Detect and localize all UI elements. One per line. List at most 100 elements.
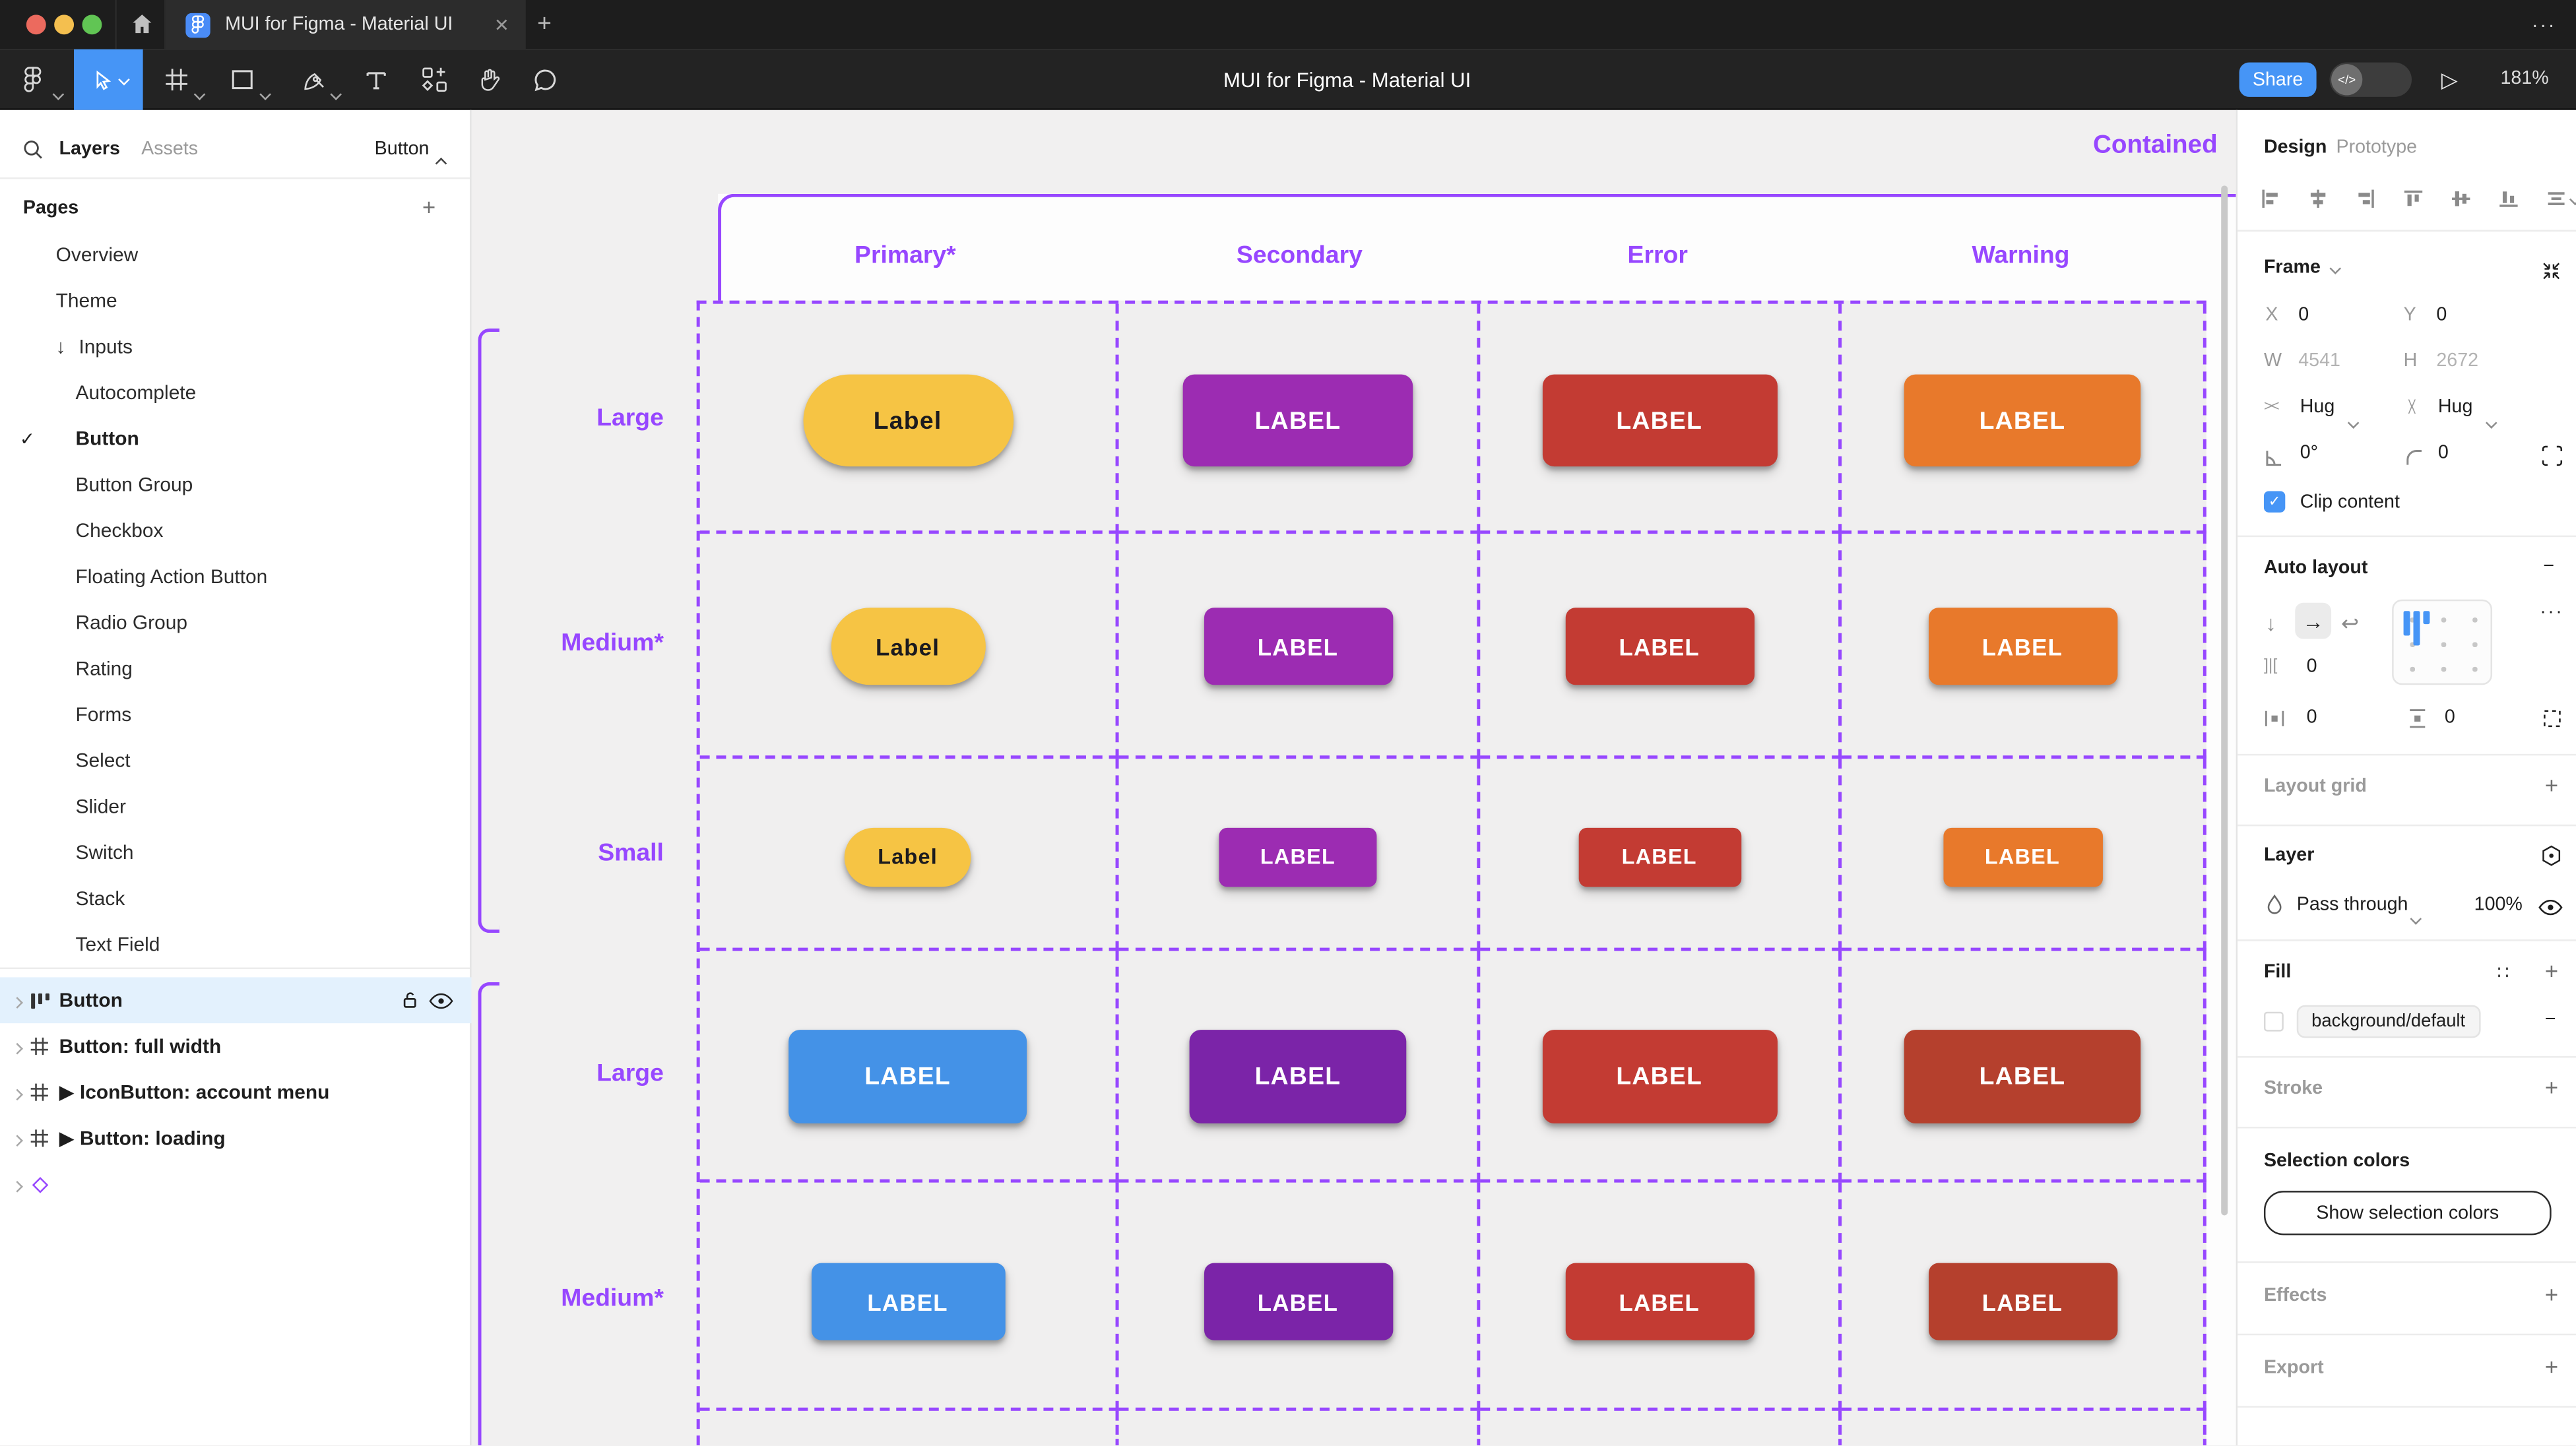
frame-section-header[interactable]: Frame — [2264, 258, 2340, 278]
w-value[interactable]: 4541 — [2298, 351, 2340, 371]
add-export-icon[interactable]: + — [2544, 1353, 2559, 1380]
blend-mode-value[interactable]: Pass through — [2296, 895, 2408, 915]
button-sample-r2c0[interactable]: Label — [844, 827, 971, 887]
present-play-icon[interactable]: ▷ — [2441, 67, 2458, 92]
page-item-theme[interactable]: Theme — [0, 278, 472, 324]
frame-tool-icon[interactable] — [161, 49, 191, 110]
pen-tool-icon[interactable] — [298, 49, 331, 110]
picker-chevron-up-icon[interactable] — [435, 146, 447, 176]
x-value[interactable]: 0 — [2298, 305, 2309, 325]
layer-visibility-eye-icon[interactable] — [2538, 895, 2563, 925]
button-sample-r1c0[interactable]: Label — [830, 608, 985, 685]
button-sample-r2c3[interactable]: LABEL — [1943, 827, 2102, 887]
button-sample-r4c2[interactable]: LABEL — [1564, 1263, 1754, 1340]
traffic-light-zoom[interactable] — [82, 15, 102, 35]
button-sample-r4c0[interactable]: LABEL — [810, 1263, 1005, 1340]
lock-icon[interactable] — [399, 989, 420, 1017]
page-item-slider[interactable]: Slider — [0, 784, 472, 830]
move-tool-selected[interactable] — [74, 49, 143, 110]
auto-layout-alignment-widget[interactable] — [2392, 599, 2493, 685]
comment-tool-icon[interactable] — [529, 49, 562, 110]
page-item-text-field[interactable]: Text Field — [0, 922, 472, 968]
button-sample-r4c1[interactable]: LABEL — [1203, 1263, 1393, 1340]
page-item-overview[interactable]: Overview — [0, 232, 472, 278]
tab-prototype[interactable]: Prototype — [2336, 138, 2418, 158]
add-layout-grid-icon[interactable]: + — [2544, 772, 2559, 799]
document-title[interactable]: MUI for Figma - Material UI — [1223, 68, 1471, 92]
main-menu-chevron-icon[interactable] — [52, 77, 65, 107]
add-page-icon[interactable]: + — [422, 193, 436, 220]
share-button[interactable]: Share — [2239, 62, 2317, 97]
button-sample-r4c3[interactable]: LABEL — [1927, 1263, 2117, 1340]
y-value[interactable]: 0 — [2436, 305, 2447, 325]
page-item-floating-action-button[interactable]: Floating Action Button — [0, 553, 472, 600]
text-tool-icon[interactable] — [362, 49, 391, 110]
hug-h-chevron-icon[interactable] — [2347, 406, 2360, 435]
padding-vertical-value[interactable]: 0 — [2444, 708, 2455, 728]
button-sample-r3c1[interactable]: LABEL — [1189, 1030, 1407, 1124]
traffic-light-minimize[interactable] — [54, 15, 75, 35]
hug-vertical-value[interactable]: Hug — [2437, 397, 2473, 418]
page-item-checkbox[interactable]: Checkbox — [0, 507, 472, 553]
selection-picker[interactable]: Button — [374, 139, 430, 160]
shrink-to-fit-icon[interactable] — [2540, 259, 2563, 290]
layer-row--iconbutton-account-menu[interactable]: ▶ IconButton: account menu — [0, 1069, 472, 1116]
clip-content-checkbox[interactable]: ✓ — [2263, 491, 2286, 513]
fill-row[interactable]: background/default — [2263, 1005, 2480, 1038]
button-sample-r1c1[interactable]: LABEL — [1203, 608, 1393, 685]
button-sample-r1c3[interactable]: LABEL — [1927, 608, 2117, 685]
page-item-button[interactable]: ✓Button — [0, 416, 472, 462]
frame-tool-chevron-icon[interactable] — [193, 77, 206, 107]
button-sample-r3c2[interactable]: LABEL — [1541, 1030, 1777, 1124]
page-item-autocomplete[interactable]: Autocomplete — [0, 369, 472, 416]
layer-opacity-value[interactable]: 100% — [2474, 895, 2523, 915]
corner-radius-value[interactable]: 0 — [2437, 443, 2449, 464]
align-top-icon[interactable] — [2404, 189, 2424, 208]
new-tab-icon[interactable]: + — [537, 9, 552, 38]
page-item-forms[interactable]: Forms — [0, 691, 472, 738]
button-sample-r0c0[interactable]: Label — [802, 374, 1013, 467]
layer-row--button-loading[interactable]: ▶ Button: loading — [0, 1116, 472, 1162]
file-tab[interactable]: MUI for Figma - Material UI ✕ — [166, 0, 526, 49]
tab-design[interactable]: Design — [2263, 138, 2327, 158]
page-item-button-group[interactable]: Button Group — [0, 462, 472, 508]
shape-tool-chevron-icon[interactable] — [259, 77, 271, 107]
add-effect-icon[interactable]: + — [2544, 1281, 2559, 1307]
dev-mode-toggle[interactable]: </> — [2329, 62, 2412, 97]
button-sample-r0c2[interactable]: LABEL — [1541, 374, 1777, 467]
visibility-eye-icon[interactable] — [429, 992, 453, 1015]
shape-tool-icon[interactable] — [227, 49, 257, 110]
page-item-radio-group[interactable]: Radio Group — [0, 600, 472, 646]
flow-horizontal-selected[interactable]: → — [2295, 602, 2332, 639]
button-sample-r2c1[interactable]: LABEL — [1219, 827, 1377, 887]
canvas-scrollbar[interactable] — [2221, 185, 2228, 1216]
hand-tool-icon[interactable] — [473, 49, 506, 110]
tab-close-icon[interactable]: ✕ — [494, 15, 509, 36]
add-stroke-icon[interactable]: + — [2544, 1074, 2559, 1101]
show-selection-colors-button[interactable]: Show selection colors — [2263, 1191, 2552, 1236]
fill-color-swatch[interactable] — [2263, 1011, 2284, 1032]
expand-chevron-icon[interactable] — [11, 1035, 23, 1058]
fill-styles-icon[interactable]: ∷ — [2497, 964, 2509, 984]
zoom-level[interactable]: 181% — [2500, 69, 2549, 89]
page-item-rating[interactable]: Rating — [0, 645, 472, 691]
auto-layout-more-icon[interactable]: ··· — [2540, 602, 2564, 623]
blend-mode-icon[interactable] — [2540, 844, 2563, 875]
layer-row-button-full-width[interactable]: Button: full width — [0, 1023, 472, 1069]
align-bottom-icon[interactable] — [2499, 189, 2519, 208]
individual-padding-icon[interactable] — [2542, 708, 2563, 738]
button-sample-r0c3[interactable]: LABEL — [1904, 374, 2141, 467]
padding-horizontal-value[interactable]: 0 — [2306, 708, 2317, 728]
button-sample-r2c2[interactable]: LABEL — [1578, 827, 1741, 887]
page-item-stack[interactable]: Stack — [0, 875, 472, 922]
distribute-menu[interactable] — [2546, 189, 2576, 208]
frame-title[interactable]: Contained — [2093, 131, 2218, 160]
h-value[interactable]: 2672 — [2436, 351, 2479, 371]
tab-assets[interactable]: Assets — [141, 139, 199, 160]
page-item-inputs[interactable]: ↓Inputs — [0, 323, 472, 369]
add-fill-icon[interactable]: + — [2544, 957, 2559, 984]
gap-value[interactable]: 0 — [2306, 656, 2317, 677]
hug-v-chevron-icon[interactable] — [2485, 406, 2497, 435]
button-sample-r1c2[interactable]: LABEL — [1564, 608, 1754, 685]
